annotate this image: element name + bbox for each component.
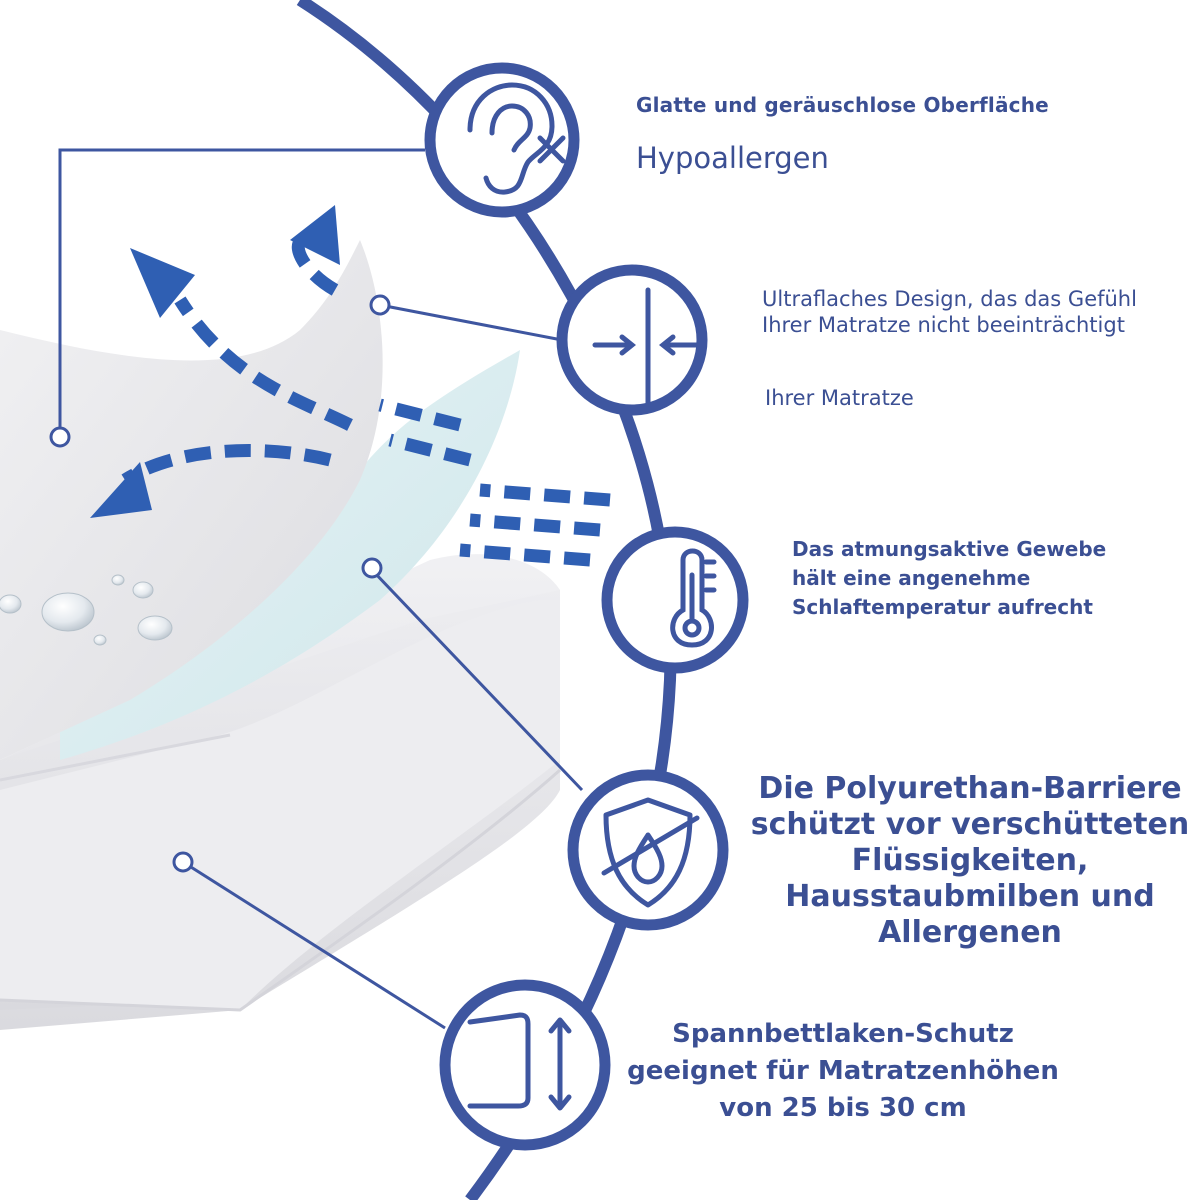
feature-fitted-text: Spannbettlaken-Schutz geeignet für Matra… (612, 1016, 1074, 1127)
feature-barrier-line-3: Flüssigkeiten, (851, 843, 1089, 878)
feature-breathable-text: Das atmungsaktive Gewebe hält eine angen… (792, 535, 1106, 622)
feature-fitted-line-2: geeignet für Matratzenhöhen (627, 1056, 1059, 1086)
feature-barrier-line-4: Hausstaubmilben und (785, 879, 1155, 914)
feature-thin-text: Ultraflaches Design, das das Gefühl Ihre… (762, 286, 1137, 338)
mattress (0, 554, 561, 1030)
feature-breathable-line-2: hält eine angenehme (792, 566, 1031, 590)
feature-fitted-line-3: von 25 bis 30 cm (719, 1093, 967, 1123)
feature-barrier-line-1: Die Polyurethan-Barriere (758, 771, 1182, 806)
feature-breathable-line-3: Schlaftemperatur aufrecht (792, 595, 1093, 619)
fitted-sheet-icon (467, 1012, 572, 1111)
shield-drop-icon (601, 797, 700, 908)
feature-thin-line-2: Ihrer Matratze nicht beeinträchtigt (762, 313, 1125, 337)
feature-silent-title: Glatte und geräuschlose Oberfläche (636, 93, 1049, 117)
callout-lines (58, 148, 584, 1030)
airflow-arrowheads (90, 205, 340, 518)
water-droplets (0, 574, 173, 646)
ear-silent-icon (467, 82, 566, 195)
feature-thin-extra: Ihrer Matratze (765, 386, 914, 410)
feature-barrier-line-2: schützt vor verschütteten (750, 807, 1190, 842)
feature-fitted-line-1: Spannbettlaken-Schutz (672, 1019, 1014, 1049)
fabric-layer (0, 240, 383, 760)
feature-breathable-line-1: Das atmungsaktive Gewebe (792, 537, 1107, 561)
feature-thin-line-1: Ultraflaches Design, das das Gefühl (762, 287, 1137, 311)
thin-layer-icon (592, 287, 703, 406)
feature-barrier-text: Die Polyurethan-Barriere schützt vor ver… (742, 771, 1198, 951)
feature-hypoallergenic: Hypoallergen (636, 141, 829, 175)
airflow-arrows (121, 233, 611, 567)
feature-barrier-line-5: Allergenen (878, 915, 1062, 950)
thermometer-icon (670, 548, 717, 648)
callout-dots (49, 294, 391, 873)
